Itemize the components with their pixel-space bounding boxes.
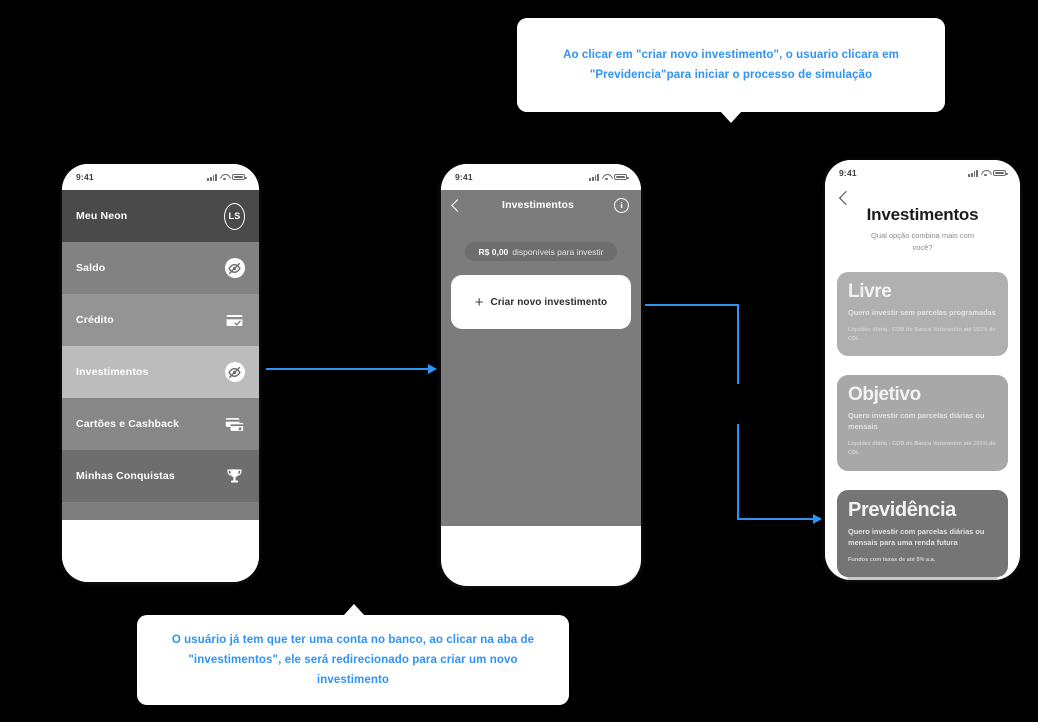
battery-icon bbox=[993, 169, 1008, 177]
menu-item-label: Minhas Conquistas bbox=[76, 470, 175, 482]
status-bar: 9:41 bbox=[825, 160, 1020, 186]
menu-item-meu-neon[interactable]: Meu Neon LS bbox=[62, 190, 259, 242]
eye-off-icon[interactable] bbox=[224, 258, 245, 278]
option-card-description: Quero investir com parcelas diárias ou m… bbox=[848, 526, 985, 547]
cards-icon[interactable] bbox=[225, 415, 244, 434]
chevron-left-icon[interactable] bbox=[838, 190, 854, 206]
signal-bars-icon bbox=[968, 169, 978, 177]
balance-amount: R$ 0,00 bbox=[478, 246, 509, 257]
menu-item-investimentos[interactable]: Investimentos bbox=[62, 346, 259, 398]
eye-off-icon[interactable] bbox=[224, 362, 245, 382]
trophy-icon[interactable] bbox=[225, 467, 244, 486]
card-check-icon[interactable] bbox=[225, 311, 244, 330]
wifi-icon bbox=[981, 170, 990, 177]
battery-icon bbox=[232, 173, 247, 181]
menu-item-label: Saldo bbox=[76, 262, 106, 274]
phone-screen-options: 9:41 Investimentos Qual opção combina ma… bbox=[825, 160, 1020, 580]
screen-bottom-mask bbox=[62, 520, 259, 582]
connector-vertical-upper bbox=[737, 304, 739, 384]
tooltip-top-text: Ao clicar em "criar novo investimento", … bbox=[563, 48, 899, 81]
status-time: 9:41 bbox=[455, 172, 473, 182]
menu-item-icon[interactable] bbox=[224, 362, 245, 383]
tooltip-top: Ao clicar em "criar novo investimento", … bbox=[517, 18, 945, 112]
balance-suffix: disponíveis para investir bbox=[512, 246, 604, 257]
info-circle-icon[interactable]: i bbox=[614, 197, 629, 213]
option-card-title: Previdência bbox=[848, 498, 956, 521]
tooltip-bottom-text: O usuário já tem que ter uma conta no ba… bbox=[171, 633, 535, 687]
page-subtitle: Qual opção combina mais com você? bbox=[871, 231, 974, 252]
option-card-fineprint: Liquidez diária - CDB do Banco Votoranti… bbox=[848, 327, 996, 343]
status-bar: 9:41 bbox=[62, 164, 259, 190]
signal-bars-icon bbox=[589, 173, 599, 181]
menu-item-label: Meu Neon bbox=[76, 210, 128, 222]
investments-body: Investimentos i R$ 0,00 disponíveis para… bbox=[441, 190, 641, 526]
balance-pill: R$ 0,00 disponíveis para investir bbox=[464, 242, 618, 261]
create-investment-button[interactable]: + Criar novo investimento bbox=[451, 275, 631, 329]
menu-item-icon[interactable] bbox=[224, 258, 245, 279]
signal-bars-icon bbox=[207, 173, 217, 181]
status-icons bbox=[589, 173, 629, 181]
menu-item-saldo[interactable]: Saldo bbox=[62, 242, 259, 294]
menu-item-cart-es-e-cashback[interactable]: Cartões e Cashback bbox=[62, 398, 259, 450]
option-card-description: Quero investir com parcelas diárias ou m… bbox=[848, 411, 985, 432]
menu-item-label: Investimentos bbox=[76, 366, 149, 378]
connector-investments-out bbox=[645, 304, 738, 306]
create-investment-label: Criar novo investimento bbox=[490, 296, 608, 308]
connector-menu-to-investments bbox=[266, 368, 429, 370]
option-card-title: Livre bbox=[848, 281, 892, 302]
page-title: Investimentos bbox=[502, 199, 574, 211]
nav-bar: Investimentos i bbox=[441, 190, 641, 220]
status-icons bbox=[207, 173, 247, 181]
plus-icon: + bbox=[474, 293, 484, 311]
phone-screen-investments: ento 9:41 Investimentos i R$ 0,00 dispon… bbox=[441, 164, 641, 586]
balance-pill-wrap: R$ 0,00 disponíveis para investir bbox=[441, 220, 641, 261]
option-card-fineprint: Liquidez diária - CDB do Banco Votoranti… bbox=[848, 441, 996, 457]
wifi-icon bbox=[220, 174, 229, 181]
tooltip-top-tail bbox=[720, 111, 742, 123]
status-time: 9:41 bbox=[839, 168, 857, 178]
wifi-icon bbox=[602, 174, 611, 181]
option-card-title: Objetivo bbox=[848, 384, 921, 406]
status-bar: 9:41 bbox=[441, 164, 641, 190]
menu-item-icon[interactable] bbox=[224, 414, 245, 435]
menu-item-icon[interactable]: LS bbox=[224, 202, 245, 230]
page-title: Investimentos bbox=[866, 205, 979, 224]
arrow-head-2 bbox=[813, 514, 822, 524]
menu-item-label: Crédito bbox=[76, 314, 114, 326]
option-card-description: Quero investir sem parcelas programadas bbox=[848, 308, 996, 317]
option-card-fineprint: Fundos com taxas de até 5% a.a. bbox=[848, 556, 936, 563]
options-body: Investimentos Qual opção combina mais co… bbox=[825, 186, 1020, 580]
connector-vertical-lower bbox=[737, 424, 739, 519]
menu-item-icon[interactable] bbox=[224, 310, 245, 331]
connector-to-previdencia bbox=[737, 518, 815, 520]
menu-item-minhas-conquistas[interactable]: Minhas Conquistas bbox=[62, 450, 259, 502]
menu-item-cr-dito[interactable]: Crédito bbox=[62, 294, 259, 346]
battery-icon bbox=[614, 173, 629, 181]
avatar[interactable]: LS bbox=[224, 202, 245, 230]
menu-item-icon[interactable] bbox=[224, 466, 245, 487]
menu-item-label: Cartões e Cashback bbox=[76, 418, 180, 430]
arrow-head-1 bbox=[428, 364, 437, 374]
tooltip-bottom-tail bbox=[343, 604, 365, 616]
status-icons bbox=[968, 169, 1008, 177]
chevron-left-icon[interactable] bbox=[451, 198, 464, 212]
tooltip-bottom: O usuário já tem que ter uma conta no ba… bbox=[137, 615, 569, 705]
status-time: 9:41 bbox=[76, 172, 94, 182]
